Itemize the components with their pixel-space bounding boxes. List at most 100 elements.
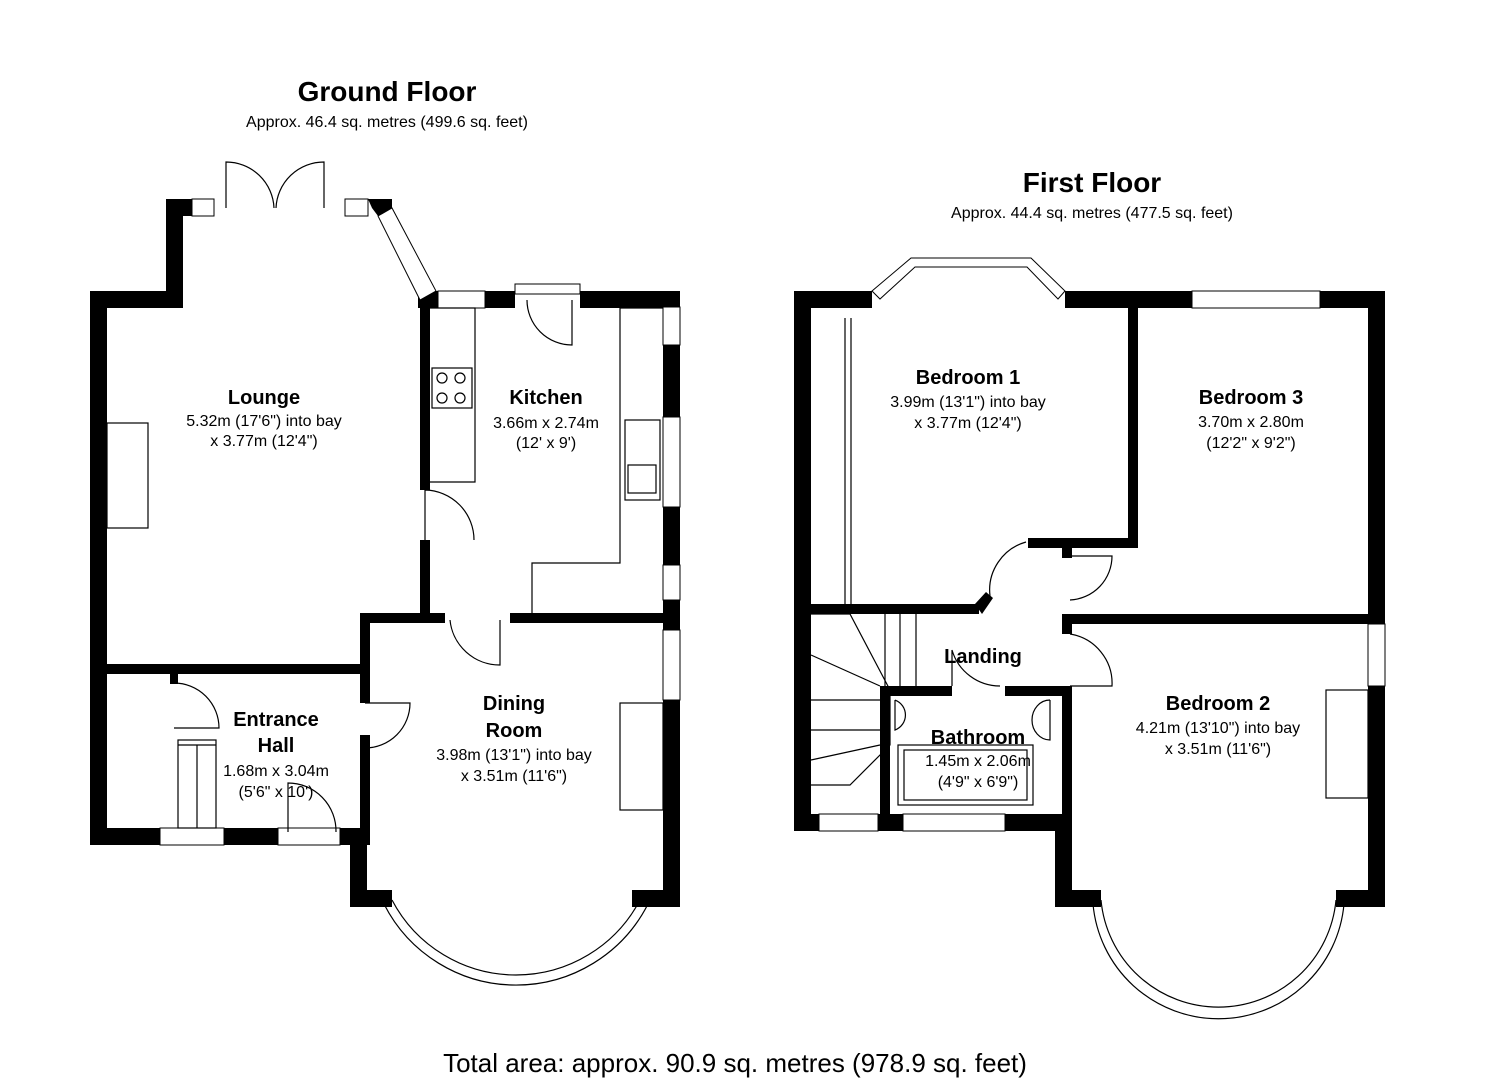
- wall: [975, 592, 993, 614]
- wall: [1368, 686, 1385, 907]
- room-entrance-hall: Hall: [258, 735, 295, 757]
- wall: [90, 828, 160, 845]
- window: [191, 198, 215, 217]
- kitchen-dimension: 3.66m x 2.74m: [493, 415, 599, 432]
- wall: [1336, 890, 1385, 907]
- wall: [90, 291, 107, 845]
- first-floor-plan: First Floor Approx. 44.4 sq. metres (477…: [794, 167, 1386, 1020]
- stair-tread: [810, 654, 881, 687]
- entrance-hall-dimension: 1.68m x 3.04m: [223, 763, 329, 780]
- hob: [431, 367, 473, 409]
- bathroom-window: [902, 813, 1006, 832]
- lounge-dimension: 5.32m (17'6") into bay: [186, 413, 341, 430]
- wall: [880, 686, 890, 826]
- hall-window: [159, 827, 225, 846]
- wall: [360, 735, 370, 845]
- wall: [1070, 614, 1370, 624]
- room-bathroom: Bathroom: [931, 727, 1025, 749]
- dining-window: [662, 629, 681, 701]
- door: [173, 682, 220, 729]
- wall: [485, 291, 515, 308]
- room-lounge: Lounge: [228, 387, 300, 409]
- wall: [1005, 686, 1072, 696]
- first-floor-area: Approx. 44.4 sq. metres (477.5 sq. feet): [951, 205, 1233, 222]
- wall: [166, 199, 192, 216]
- chimney-breast: [619, 702, 664, 811]
- front-door-frame: [277, 827, 341, 846]
- bedroom1-bay-window: [871, 257, 1066, 300]
- room-bedroom-1: Bedroom 1: [916, 367, 1020, 389]
- hob-ring: [436, 392, 448, 404]
- room-dining-room: Dining: [483, 693, 545, 715]
- wall: [360, 613, 445, 623]
- wall: [510, 613, 673, 623]
- wall: [107, 664, 362, 674]
- bedroom3-window: [1191, 290, 1321, 309]
- bathroom-dimension: 1.45m x 2.06m: [925, 753, 1031, 770]
- wall: [1062, 686, 1072, 826]
- door: [989, 541, 1027, 597]
- wall: [663, 507, 680, 565]
- bath: [897, 744, 1034, 806]
- landing-window: [818, 813, 879, 832]
- wall: [170, 674, 178, 684]
- stairs: [811, 613, 891, 786]
- total-area: Total area: approx. 90.9 sq. metres (978…: [443, 1048, 1027, 1078]
- ground-floor-plan: Ground Floor Approx. 46.4 sq. metres (49…: [90, 76, 681, 986]
- dining-bay: [391, 899, 641, 976]
- wall: [420, 300, 430, 490]
- hob-ring: [454, 372, 466, 384]
- wall: [794, 291, 872, 308]
- door: [364, 702, 411, 749]
- lounge-bay-window: [377, 207, 437, 301]
- bedroom-3-dimension: (12'2" x 9'2"): [1206, 435, 1296, 452]
- wall: [1005, 814, 1070, 831]
- door: [424, 489, 475, 541]
- door: [1069, 633, 1113, 687]
- wall: [794, 291, 811, 831]
- dining-room-dimension: 3.98m (13'1") into bay: [436, 747, 591, 764]
- wall: [90, 291, 183, 308]
- chimney-breast: [106, 422, 149, 529]
- room-entrance-hall: Entrance: [233, 709, 319, 731]
- room-bedroom-3: Bedroom 3: [1199, 387, 1303, 409]
- ground-floor-title: Ground Floor: [298, 76, 477, 107]
- dining-room-dimension: x 3.51m (11'6"): [461, 768, 567, 785]
- wall: [794, 814, 819, 831]
- kitchen-window: [662, 564, 681, 601]
- first-floor-title: First Floor: [1023, 167, 1162, 198]
- door: [1069, 555, 1113, 601]
- wall: [166, 199, 183, 308]
- wall: [1055, 814, 1072, 907]
- wall: [880, 686, 952, 696]
- sink: [624, 419, 661, 501]
- wall: [1062, 548, 1072, 558]
- wall: [224, 828, 278, 845]
- sink-bowl: [627, 464, 657, 494]
- wall: [420, 540, 430, 620]
- wall: [632, 890, 680, 907]
- wall: [1128, 300, 1138, 545]
- entrance-hall-dimension: (5'6" x 10'): [239, 784, 314, 801]
- front-door: [287, 782, 337, 833]
- stair-tread: [810, 744, 881, 761]
- french-door: [275, 161, 325, 209]
- bedroom-3-dimension: 3.70m x 2.80m: [1198, 414, 1304, 431]
- wall: [1065, 291, 1192, 308]
- hob-ring: [454, 392, 466, 404]
- back-door-frame: [514, 283, 581, 295]
- bedroom2-bay: [1100, 899, 1337, 1008]
- room-kitchen: Kitchen: [509, 387, 582, 409]
- french-door: [225, 161, 275, 209]
- hob-ring: [436, 372, 448, 384]
- ground-floor-area: Approx. 46.4 sq. metres (499.6 sq. feet): [246, 114, 528, 131]
- wall: [350, 890, 392, 907]
- back-door: [526, 299, 573, 346]
- bath-inner: [903, 749, 1028, 801]
- bedroom-2-dimension: x 3.51m (11'6"): [1165, 741, 1271, 758]
- wall: [663, 345, 680, 417]
- bedroom-1-dimension: x 3.77m (12'4"): [914, 415, 1021, 432]
- wall: [663, 700, 680, 907]
- kitchen-window: [437, 290, 486, 309]
